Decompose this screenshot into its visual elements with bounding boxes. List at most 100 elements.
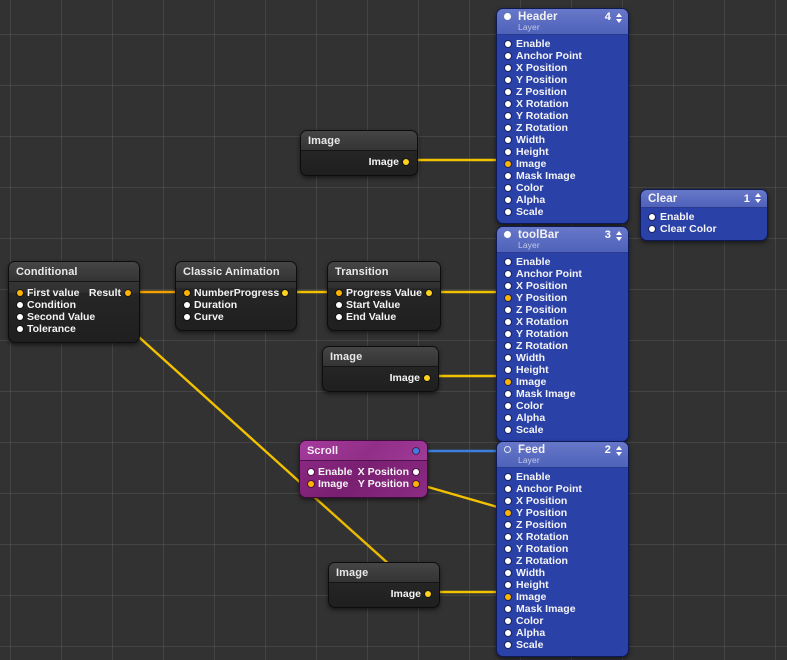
input-port-label[interactable]: Enable — [516, 471, 551, 483]
layer-index-stepper[interactable] — [615, 12, 623, 24]
node-header[interactable]: Image — [301, 131, 417, 151]
input-port-label[interactable]: Scale — [516, 639, 544, 651]
port-dot[interactable] — [426, 290, 432, 296]
port-dot[interactable] — [505, 498, 511, 504]
port-dot[interactable] — [505, 101, 511, 107]
input-port-label[interactable]: Height — [516, 146, 549, 158]
output-port-label[interactable]: Image — [368, 156, 399, 168]
port-dot[interactable] — [505, 271, 511, 277]
port-dot[interactable] — [282, 290, 288, 296]
port-dot[interactable] — [505, 355, 511, 361]
port-dot[interactable] — [505, 618, 511, 624]
input-port-label[interactable]: Alpha — [516, 412, 546, 424]
port-dot[interactable] — [505, 331, 511, 337]
layer-index-stepper[interactable] — [754, 192, 762, 204]
output-port-label[interactable]: Progress — [233, 287, 280, 299]
port-dot[interactable] — [505, 113, 511, 119]
node-header[interactable]: Conditional — [9, 262, 139, 282]
port-dot[interactable] — [505, 570, 511, 576]
input-port-label[interactable]: Color — [516, 182, 544, 194]
port-dot[interactable] — [505, 319, 511, 325]
port-dot[interactable] — [505, 125, 511, 131]
port-dot[interactable] — [505, 173, 511, 179]
input-port-label[interactable]: Y Rotation — [516, 110, 569, 122]
input-port-label[interactable]: Number — [194, 287, 234, 299]
port-dot[interactable] — [413, 481, 419, 487]
input-port-label[interactable]: Condition — [27, 299, 76, 311]
port-dot[interactable] — [505, 558, 511, 564]
input-port-label[interactable]: Mask Image — [516, 170, 576, 182]
input-port-label[interactable]: Z Position — [516, 86, 567, 98]
port-dot[interactable] — [184, 290, 190, 296]
input-port-label[interactable]: Z Rotation — [516, 555, 568, 567]
port-dot[interactable] — [505, 486, 511, 492]
output-port-label[interactable]: Image — [390, 588, 421, 600]
output-port-label[interactable]: Image — [389, 372, 420, 384]
layer-enable-icon[interactable] — [504, 13, 511, 20]
port-dot[interactable] — [505, 367, 511, 373]
node-header[interactable]: Scroll — [300, 441, 427, 461]
input-port-label[interactable]: Color — [516, 615, 544, 627]
input-port-label[interactable]: X Position — [516, 495, 568, 507]
input-port-label[interactable]: X Position — [516, 280, 568, 292]
input-port-label[interactable]: Tolerance — [27, 323, 76, 335]
output-port-label[interactable]: Y Position — [357, 478, 409, 490]
node-header-output-port[interactable] — [413, 448, 419, 454]
port-dot[interactable] — [505, 474, 511, 480]
layer-index-stepper[interactable] — [615, 230, 623, 242]
input-port-label[interactable]: Mask Image — [516, 603, 576, 615]
port-dot[interactable] — [505, 606, 511, 612]
output-port-label[interactable]: Result — [88, 287, 121, 299]
port-dot[interactable] — [505, 161, 511, 167]
node-header[interactable]: Classic Animation — [176, 262, 296, 282]
port-dot[interactable] — [125, 290, 131, 296]
port-dot[interactable] — [505, 209, 511, 215]
input-port-label[interactable]: Scale — [516, 206, 544, 218]
input-port-label[interactable]: Image — [318, 478, 349, 490]
input-port-label[interactable]: Curve — [194, 311, 224, 323]
port-dot[interactable] — [184, 314, 190, 320]
port-dot[interactable] — [505, 522, 511, 528]
input-port-label[interactable]: Progress — [346, 287, 392, 299]
port-dot[interactable] — [17, 314, 23, 320]
node-header[interactable]: Transition — [328, 262, 440, 282]
input-port-label[interactable]: Y Position — [516, 292, 568, 304]
port-dot[interactable] — [649, 214, 655, 220]
input-port-label[interactable]: Height — [516, 579, 549, 591]
output-port-label[interactable]: Value — [394, 287, 422, 299]
input-port-label[interactable]: Width — [516, 134, 546, 146]
input-port-label[interactable]: Mask Image — [516, 388, 576, 400]
input-port-label[interactable]: Color — [516, 400, 544, 412]
input-port-label[interactable]: Alpha — [516, 627, 546, 639]
port-dot[interactable] — [505, 510, 511, 516]
input-port-label[interactable]: X Position — [516, 62, 568, 74]
input-port-label[interactable]: Enable — [660, 211, 695, 223]
port-dot[interactable] — [505, 403, 511, 409]
input-port-label[interactable]: Y Rotation — [516, 543, 569, 555]
port-dot[interactable] — [505, 630, 511, 636]
input-port-label[interactable]: Anchor Point — [516, 268, 582, 280]
input-port-label[interactable]: End Value — [346, 311, 397, 323]
input-port-label[interactable]: Enable — [318, 466, 353, 478]
input-port-label[interactable]: X Rotation — [516, 316, 569, 328]
port-dot[interactable] — [505, 582, 511, 588]
input-port-label[interactable]: Y Position — [516, 74, 568, 86]
port-dot[interactable] — [505, 594, 511, 600]
port-dot[interactable] — [505, 197, 511, 203]
port-dot[interactable] — [336, 290, 342, 296]
input-port-label[interactable]: Anchor Point — [516, 483, 582, 495]
port-dot[interactable] — [425, 591, 431, 597]
port-dot[interactable] — [308, 469, 314, 475]
port-dot[interactable] — [505, 307, 511, 313]
input-port-label[interactable]: Second Value — [27, 311, 96, 323]
